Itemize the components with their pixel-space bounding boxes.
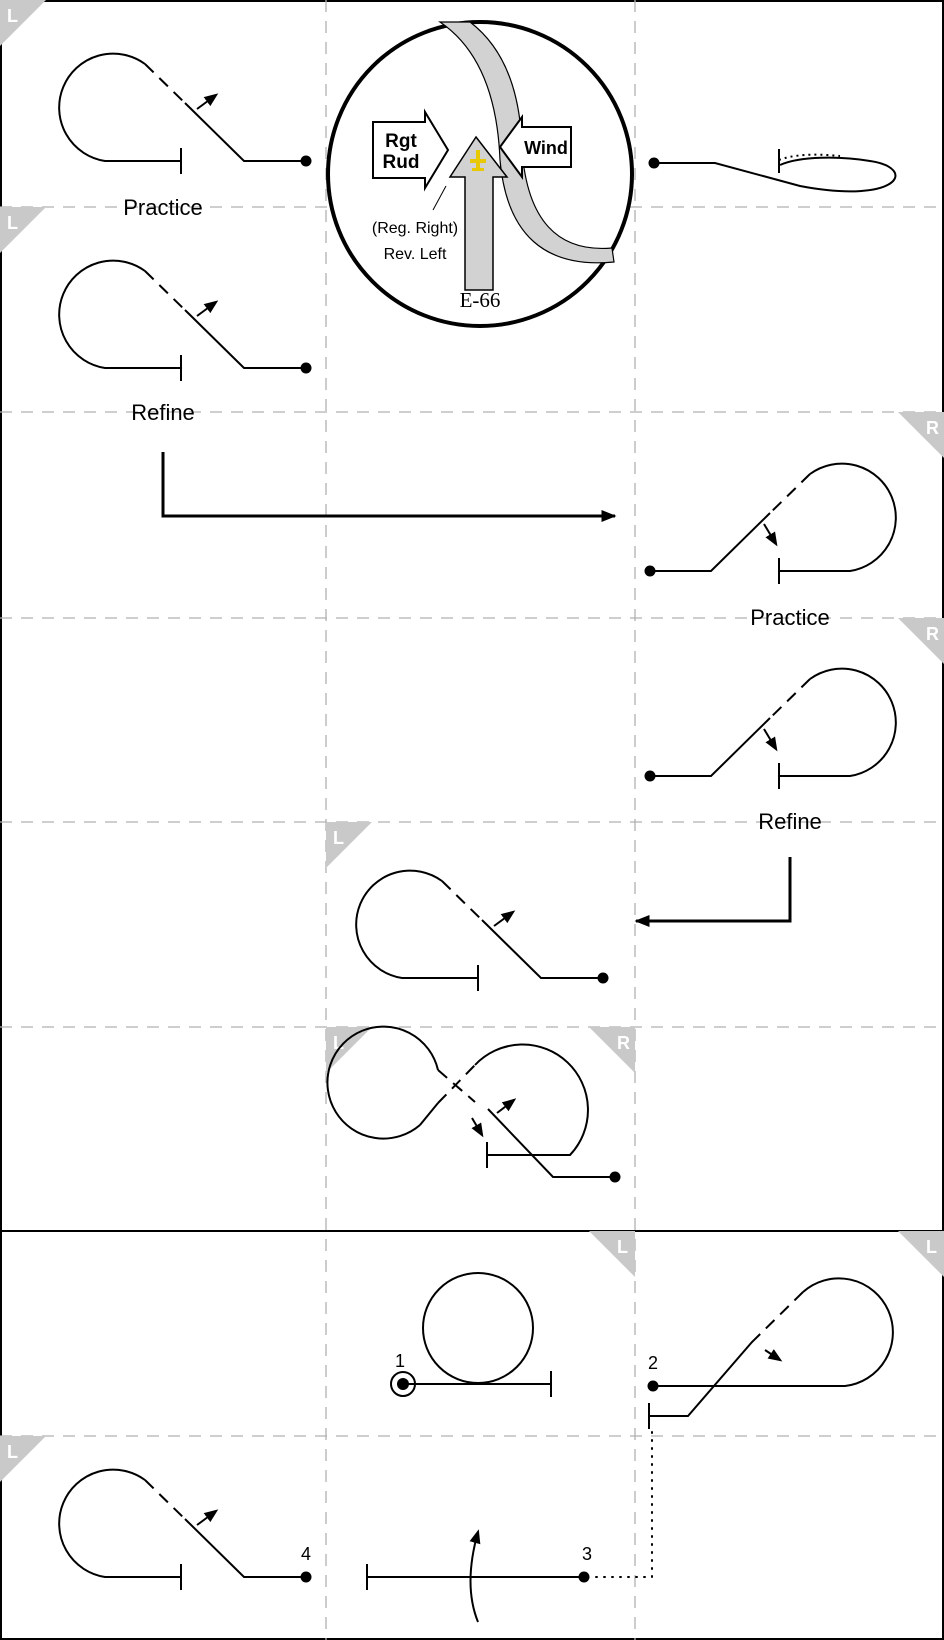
tag-left-3: L: [326, 822, 372, 868]
svg-text:Rud: Rud: [383, 152, 420, 173]
inset-caption-1: (Reg. Right): [372, 220, 458, 237]
step-4-number: 4: [301, 1544, 311, 1564]
svg-text:Wind: Wind: [524, 138, 568, 158]
svg-text:L: L: [926, 1237, 937, 1257]
step-3-line: [366, 1529, 590, 1623]
refine-label-right: Refine: [758, 809, 822, 834]
wind-inset: Rgt Rud Wind (Reg. Right) Rev. Left E-66: [326, 20, 634, 328]
inset-code: E-66: [460, 288, 501, 312]
svg-text:R: R: [617, 1033, 630, 1053]
teardrop-left-1: [58, 52, 312, 174]
flight-ribbon: [438, 21, 615, 264]
svg-text:L: L: [333, 828, 344, 848]
transfer-arrow-right: [161, 452, 617, 522]
figure-eight: [326, 1025, 621, 1183]
refine-label-left: Refine: [131, 400, 195, 425]
teardrop-left-2: [58, 259, 312, 381]
wind-arrow: Wind: [498, 113, 572, 181]
svg-text:R: R: [926, 624, 939, 644]
tag-left-7: L: [0, 1436, 46, 1482]
teardrop-right-2: [644, 667, 897, 789]
tag-left-2: L: [0, 207, 46, 253]
svg-text:L: L: [333, 1033, 344, 1053]
step-1-loop: [390, 1272, 552, 1397]
step-1-number: 1: [395, 1351, 405, 1371]
tag-left-4: L: [326, 1027, 372, 1073]
tag-left-6: L: [898, 1231, 944, 1277]
teardrop-left-3: [355, 869, 609, 991]
step-2-number: 2: [648, 1353, 658, 1373]
svg-text:R: R: [926, 418, 939, 438]
top-right-profile: [648, 149, 897, 193]
inset-caption-2: Rev. Left: [384, 246, 447, 263]
step-2-figure: [647, 1277, 894, 1429]
transfer-arrow-left: [634, 857, 792, 927]
aircraft-icon: [470, 150, 486, 171]
tag-right-1: R: [898, 412, 944, 458]
step-3-number: 3: [582, 1544, 592, 1564]
svg-text:L: L: [7, 6, 18, 26]
step-4-teardrop: [58, 1468, 312, 1590]
svg-text:Rgt: Rgt: [385, 131, 417, 152]
dotted-connector: [591, 1431, 653, 1578]
corner-tags: L L R R L L R L L L: [0, 0, 944, 1482]
svg-text:L: L: [7, 1442, 18, 1462]
tag-left-1: L: [0, 0, 46, 46]
path-arrow: [448, 135, 509, 291]
tag-right-2: R: [898, 618, 944, 664]
tag-right-3: R: [589, 1027, 635, 1073]
practice-label-right: Practice: [750, 605, 829, 630]
rudder-arrow: Rgt Rud: [372, 108, 450, 192]
tag-left-5: L: [589, 1231, 635, 1277]
svg-text:L: L: [7, 213, 18, 233]
teardrop-right-1: [644, 462, 897, 584]
svg-text:L: L: [617, 1237, 628, 1257]
practice-label-left: Practice: [123, 195, 202, 220]
